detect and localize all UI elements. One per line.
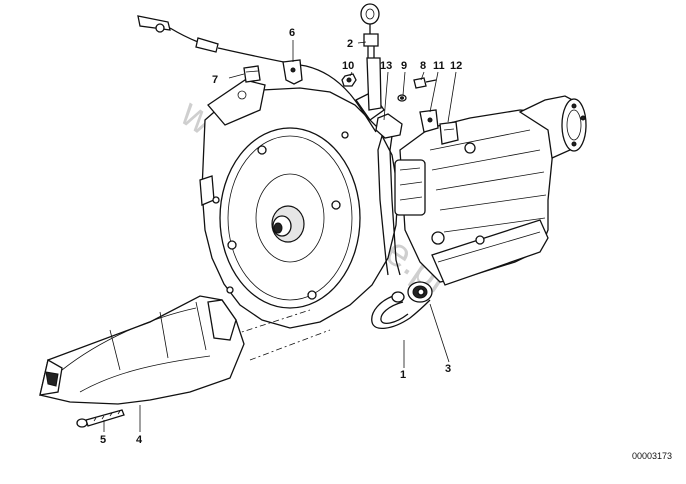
callout-9: 9 bbox=[401, 60, 407, 72]
callout-12: 12 bbox=[450, 60, 462, 72]
callout-1: 1 bbox=[400, 369, 406, 381]
seal-ring bbox=[407, 281, 433, 303]
sensor-11 bbox=[419, 109, 439, 133]
callout-3: 3 bbox=[445, 363, 451, 375]
washer-9 bbox=[397, 94, 407, 102]
bolt-5 bbox=[76, 409, 125, 428]
callout-4: 4 bbox=[136, 434, 143, 446]
callout-labels: 1 2 3 4 5 6 7 8 9 10 11 12 13 bbox=[100, 27, 462, 446]
leader-lines bbox=[103, 40, 457, 432]
callout-8: 8 bbox=[420, 60, 426, 72]
alignment-line-cover bbox=[249, 329, 331, 361]
callout-13: 13 bbox=[380, 60, 392, 72]
callout-10: 10 bbox=[342, 60, 354, 72]
callout-2: 2 bbox=[347, 38, 353, 50]
cover-plate bbox=[39, 295, 245, 405]
holder-12 bbox=[439, 121, 459, 145]
retaining-clip bbox=[243, 65, 261, 83]
dipstick bbox=[360, 3, 380, 58]
alignment-line-shaft bbox=[179, 309, 311, 353]
oil-cooler-line bbox=[371, 291, 431, 329]
callout-5: 5 bbox=[100, 434, 106, 446]
bolt-8 bbox=[413, 77, 437, 89]
diagram-part-number: 00003173 bbox=[632, 451, 672, 461]
callout-6: 6 bbox=[289, 27, 295, 39]
speedometer-cable bbox=[137, 15, 377, 133]
cable-bracket bbox=[282, 59, 303, 85]
callout-11: 11 bbox=[433, 60, 445, 72]
nut-10 bbox=[341, 73, 357, 87]
dipstick-tube bbox=[366, 57, 403, 276]
callout-7: 7 bbox=[212, 74, 218, 86]
transmission-housing bbox=[199, 79, 587, 329]
